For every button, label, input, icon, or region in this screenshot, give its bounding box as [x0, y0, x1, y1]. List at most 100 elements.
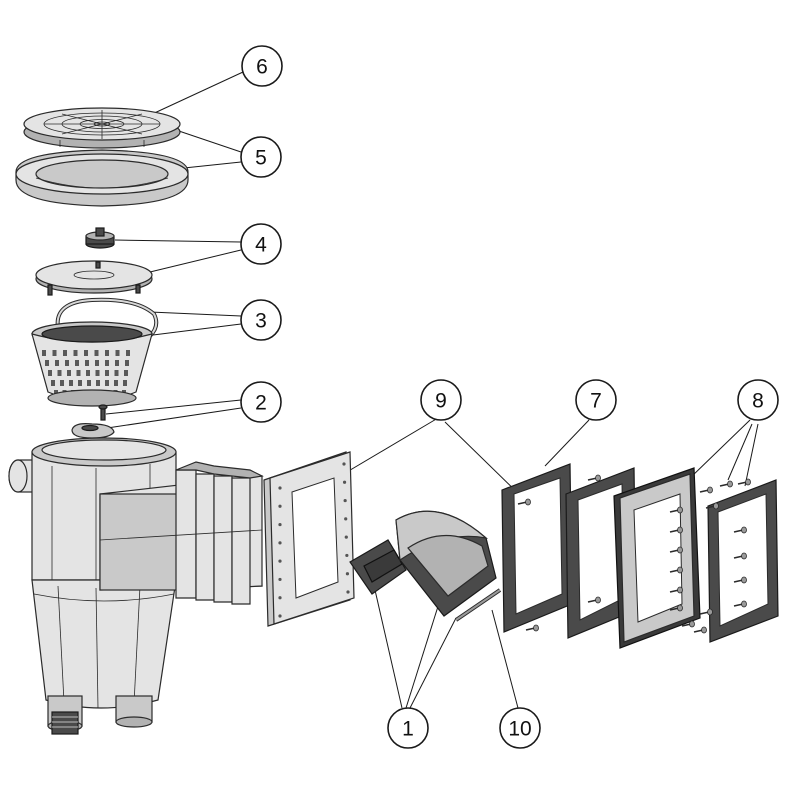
- gasket-hole: [342, 462, 346, 466]
- basket-mesh-hole: [125, 360, 129, 366]
- screw-head: [741, 552, 747, 560]
- screw-head: [677, 526, 683, 534]
- basket-mesh-hole: [105, 350, 109, 356]
- svg-text:4: 4: [255, 234, 267, 257]
- basket-mesh-hole: [73, 350, 78, 356]
- leader-1-flap-right: [405, 599, 441, 709]
- basket-mesh-hole: [114, 370, 119, 376]
- leader-8-screw-a: [727, 423, 753, 481]
- weir-flap-part: [349, 510, 497, 617]
- gasket-hole: [278, 541, 282, 545]
- screw-head: [701, 626, 707, 634]
- screw-head: [741, 600, 747, 608]
- knob-part: [85, 227, 115, 249]
- leader-1-flap-left: [374, 589, 403, 709]
- basket-mesh-hole: [114, 380, 118, 386]
- clip-part: [71, 423, 115, 439]
- leader-2-clip: [93, 407, 242, 431]
- basket-mesh-hole: [95, 370, 100, 376]
- screw-head: [525, 498, 531, 506]
- callout-9: 9: [420, 379, 462, 421]
- lid-part: [23, 107, 181, 149]
- leader-10-rod: [491, 609, 519, 709]
- plate-part: [35, 260, 153, 296]
- screw-head: [677, 506, 683, 514]
- gasket-hole: [344, 517, 348, 521]
- svg-text:3: 3: [255, 310, 267, 333]
- basket-mesh-hole: [63, 350, 67, 356]
- svg-text:2: 2: [255, 392, 267, 415]
- basket-mesh-hole: [124, 370, 128, 376]
- basket-mesh-hole: [65, 360, 69, 366]
- screw-head: [677, 566, 683, 574]
- gasket-hole: [278, 559, 282, 563]
- gasket-hole: [342, 480, 347, 484]
- gasket-hole: [346, 590, 350, 594]
- leader-4-knob: [114, 239, 242, 243]
- screw-head: [595, 596, 601, 604]
- leader-lines: [93, 71, 759, 709]
- leader-8-frame: [689, 419, 751, 479]
- svg-text:9: 9: [435, 390, 447, 413]
- gasket-hole: [345, 553, 349, 558]
- basket-mesh-hole: [42, 350, 46, 356]
- basket-mesh-hole: [96, 380, 100, 386]
- leader-1-pin: [409, 617, 457, 709]
- leader-5-lid: [169, 127, 242, 153]
- basket-mesh-hole: [87, 380, 91, 386]
- leader-2-screw: [105, 399, 242, 415]
- gasket-hole: [344, 535, 348, 539]
- screw-head: [677, 546, 683, 554]
- basket-mesh-hole: [52, 350, 57, 356]
- screw-head: [741, 526, 747, 534]
- outer-frame: [613, 467, 701, 649]
- gasket-hole: [278, 504, 282, 508]
- screw-head: [677, 586, 683, 594]
- mounting-screws: [517, 474, 751, 634]
- svg-text:10: 10: [508, 718, 531, 741]
- gasket-frame-a: [501, 463, 573, 633]
- gasket-hole: [278, 486, 282, 490]
- basket-handle: [55, 297, 159, 338]
- svg-text:8: 8: [752, 390, 764, 413]
- screw-head: [595, 474, 601, 482]
- basket-mesh-hole: [76, 370, 81, 376]
- basket-mesh-hole: [51, 380, 55, 386]
- basket-mesh-hole: [115, 350, 120, 356]
- gasket-front-frame: [263, 451, 355, 627]
- basket-part: [31, 321, 153, 407]
- leader-6-lid: [147, 71, 244, 117]
- screw-head: [707, 608, 713, 616]
- leader-4-plate: [149, 249, 242, 273]
- basket-mesh-hole: [55, 360, 59, 366]
- leader-3-handle: [149, 311, 242, 317]
- gasket-hole: [278, 596, 282, 600]
- gasket-hole: [278, 614, 282, 618]
- callout-7: 7: [575, 379, 617, 421]
- screw-head: [741, 576, 747, 584]
- basket-mesh-hole: [48, 370, 52, 376]
- basket-mesh-hole: [105, 380, 109, 386]
- basket-mesh-hole: [105, 370, 109, 376]
- screw-head: [713, 502, 719, 510]
- screw-part: [98, 404, 108, 421]
- callout-8: 8: [737, 379, 779, 421]
- callout-3: 3: [240, 299, 282, 341]
- faceplate: [707, 479, 779, 643]
- basket-mesh-hole: [86, 370, 90, 376]
- basket-mesh-hole: [123, 380, 127, 386]
- ring-part: [15, 149, 189, 207]
- basket-mesh-hole: [84, 350, 88, 356]
- screw-head: [689, 620, 695, 628]
- screw-head: [745, 478, 751, 486]
- rod-part: [454, 588, 502, 622]
- callout-6: 6: [241, 45, 283, 87]
- basket-mesh-hole: [78, 380, 82, 386]
- callout-5: 5: [240, 136, 282, 178]
- basket-mesh-hole: [95, 360, 99, 366]
- leader-8-screw-b: [744, 423, 759, 487]
- callout-2: 2: [240, 381, 282, 423]
- basket-mesh-hole: [60, 380, 64, 386]
- basket-mesh-hole: [105, 360, 109, 366]
